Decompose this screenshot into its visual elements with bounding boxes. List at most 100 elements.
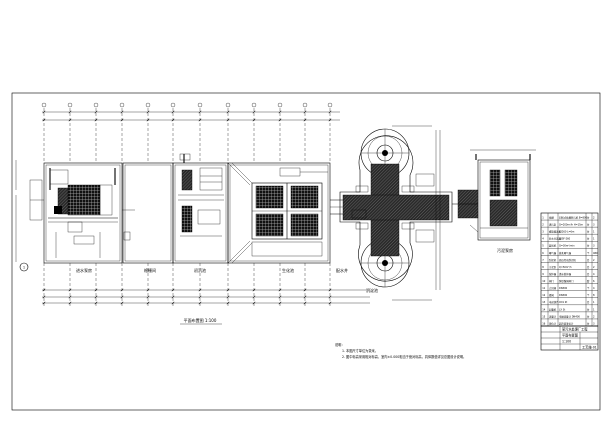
notes-line-1: 1. 本图尺寸单位为毫米。 bbox=[342, 348, 378, 353]
legend-cell: 6 bbox=[593, 280, 595, 283]
legend-cell: 潜污泵 bbox=[549, 223, 557, 227]
legend-cell: 3 bbox=[593, 224, 595, 227]
section-label-distribution-well: 配水井 bbox=[336, 267, 348, 273]
legend-cell: 3 bbox=[542, 231, 544, 234]
legend-cell: 3 bbox=[593, 245, 595, 248]
title-block-project: 某污水处理厂工程 bbox=[562, 327, 588, 332]
axis-bubble: 1 bbox=[15, 160, 29, 272]
legend-cell: 鼓风机 bbox=[549, 244, 557, 248]
legend-cell: 4 bbox=[542, 238, 544, 241]
legend-cell: 1 bbox=[593, 238, 595, 241]
legend-cell: 7 bbox=[542, 259, 544, 262]
legend-cell: 台 bbox=[587, 314, 590, 318]
legend-cell: 微孔曝气器 bbox=[559, 251, 572, 255]
section-labels: 进水泵房 格栅间 初沉池 生化池 配水井 沉淀池 污泥泵房 bbox=[76, 247, 513, 293]
section-label-middle-room: 初沉池 bbox=[194, 267, 206, 273]
section-label-clarifier: 沉淀池 bbox=[366, 287, 378, 293]
legend-cell: 15 bbox=[542, 315, 546, 318]
legend-cell: 流量计 bbox=[549, 314, 557, 318]
legend-cell: 5 bbox=[542, 245, 544, 248]
legend-cell: DN300 bbox=[559, 287, 568, 290]
legend-cell: 台 bbox=[587, 244, 590, 248]
legend-cell: 曝气器 bbox=[549, 251, 557, 255]
legend-cell: 周边传动刮泥机 bbox=[559, 258, 576, 262]
legend-cell: 11 bbox=[542, 287, 546, 290]
legend-cell: 台 bbox=[587, 265, 590, 269]
legend-cell: 9 bbox=[542, 273, 544, 276]
legend-cell: 1 bbox=[542, 216, 544, 219]
legend-cell: 蝶阀 bbox=[549, 293, 554, 297]
legend-cell: 16 bbox=[542, 322, 546, 325]
legend-cell: 台 bbox=[587, 321, 590, 325]
legend-cell: 潜水搅拌器 bbox=[559, 272, 572, 276]
legend-cell: 个 bbox=[587, 286, 590, 290]
biological-tank bbox=[227, 162, 331, 264]
title-block-drawing-name: 平面布置图 bbox=[562, 333, 578, 338]
legend-cell: 台 bbox=[587, 272, 590, 276]
plan-caption: 平面布置图 1:100 bbox=[184, 317, 217, 323]
legend-cell: 个 bbox=[587, 251, 590, 255]
middle-room bbox=[172, 153, 229, 264]
title-block-scale: 1:100 bbox=[562, 340, 571, 344]
sheet-border bbox=[11, 92, 601, 411]
legend-cell: 刮泥机 bbox=[549, 258, 557, 262]
legend-cell: 套 bbox=[587, 279, 590, 283]
legend-cell: 闸门 bbox=[549, 279, 554, 283]
legend-cell: 起重机 bbox=[549, 307, 557, 311]
axis-grid-lines bbox=[41, 102, 333, 306]
legend-cell: 2 bbox=[542, 224, 544, 227]
sludge-pump-house bbox=[452, 149, 536, 241]
legend-cell: 台 bbox=[587, 307, 590, 311]
legend-cell: 台 bbox=[587, 237, 590, 241]
legend-cell: 台 bbox=[587, 300, 590, 304]
section-label-pump-house: 进水泵房 bbox=[76, 267, 92, 273]
legend-cell: 铸铁镶铜闸门 bbox=[559, 279, 574, 283]
legend-cell: 格栅 bbox=[549, 215, 554, 219]
legend-cell: 超声波液位计 bbox=[559, 321, 574, 325]
pump-house bbox=[29, 162, 135, 264]
legend-cell: Q=50m³/h bbox=[559, 266, 572, 269]
title-block-sheet: 工艺施-01 bbox=[582, 345, 597, 350]
legend-cell: 8 bbox=[542, 266, 544, 269]
legend-cell: 1 bbox=[593, 308, 595, 311]
legend-cell: 2 bbox=[593, 266, 595, 269]
legend-cell: 12 bbox=[542, 294, 546, 297]
legend-cell: 螺旋输送机 bbox=[549, 230, 562, 234]
legend-cell: 台 bbox=[587, 258, 590, 262]
legend-cell: Q=200m³/h H=15m bbox=[559, 224, 584, 227]
legend-cell: 14 bbox=[542, 308, 546, 311]
legend-cell: 1 bbox=[593, 301, 595, 304]
legend-cell: 台 bbox=[587, 215, 590, 219]
legend-cell: 个 bbox=[587, 293, 590, 297]
legend-cell: LX 3t bbox=[559, 308, 565, 311]
legend-cell: 回转式格栅除污机 B=800 bbox=[559, 215, 588, 219]
legend-cell: 电磁流量计 DN400 bbox=[559, 314, 580, 318]
legend-cell: 480 bbox=[593, 252, 598, 255]
legend-cell: 2 bbox=[593, 315, 595, 318]
legend-cell: 止回阀 bbox=[549, 286, 557, 290]
section-label-sludge-pump-house: 污泥泵房 bbox=[497, 247, 513, 253]
legend-cell: 2 bbox=[593, 259, 595, 262]
legend-cell: 电动葫芦 bbox=[549, 300, 559, 304]
legend-cell: 6 bbox=[542, 252, 544, 255]
title-block: 某污水处理厂工程 平面布置图 1:100 工艺施-01 bbox=[540, 325, 599, 351]
legend-cell: 台 bbox=[587, 223, 590, 227]
axis-bubble-label: 1 bbox=[23, 265, 25, 269]
legend-cell: 砂水分离器 bbox=[549, 237, 562, 241]
screen-hall bbox=[122, 162, 174, 264]
drawing-notes: 说明： 1. 本图尺寸单位为毫米。 2. 图中标高采用相对标高，室内±0.000… bbox=[335, 342, 466, 359]
legend-cell: 搅拌器 bbox=[549, 272, 557, 276]
legend-cell: 4 bbox=[593, 287, 595, 290]
legend-cell: 13 bbox=[542, 301, 546, 304]
legend-cell: 2 bbox=[593, 216, 595, 219]
legend-cell: 1 bbox=[593, 231, 595, 234]
legend-cell: LSSF-260 bbox=[559, 238, 571, 241]
legend-cell: 台 bbox=[587, 230, 590, 234]
notes-line-2: 2. 图中标高采用相对标高，室内±0.000相当于绝对标高，具体数值详见总图设计… bbox=[342, 354, 466, 359]
legend-cell: 3 bbox=[593, 322, 595, 325]
legend-cell: DN300 bbox=[559, 294, 568, 297]
section-label-screen-hall: 格栅间 bbox=[144, 267, 156, 273]
legend-cell: 4 bbox=[593, 273, 595, 276]
